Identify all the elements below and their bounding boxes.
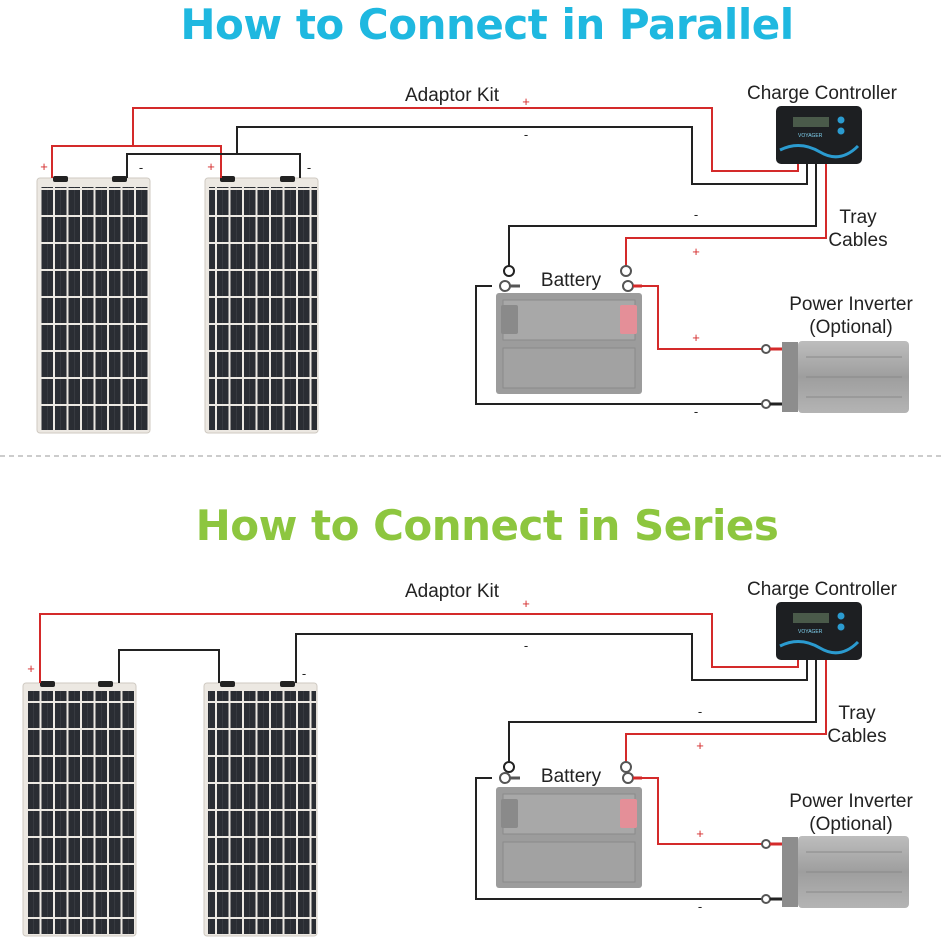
minus-sign: -: [694, 404, 698, 419]
negative-wire: [126, 126, 808, 185]
parallel-title: How to Connect in Parallel: [180, 0, 793, 49]
minus-sign: -: [694, 207, 698, 222]
plus-sign: +: [696, 826, 704, 841]
positive-wire: [51, 107, 799, 178]
minus-sign: -: [524, 638, 528, 653]
plus-sign: +: [522, 596, 530, 611]
power-inverter: [782, 836, 909, 908]
positive-wire: [39, 613, 799, 683]
tray-cables-label-line2: Cables: [828, 230, 887, 251]
power-inverter-label-line2: (Optional): [809, 814, 892, 835]
ring-terminal: [499, 751, 782, 904]
battery: [496, 787, 642, 888]
minus-sign: -: [698, 899, 702, 914]
plus-sign: +: [40, 159, 48, 174]
negative-wire: [295, 633, 808, 683]
inverter-positive-wire: [642, 285, 762, 350]
controller-screen-text: VOYAGER: [798, 133, 823, 139]
ring-terminal: [499, 255, 782, 409]
power-inverter-label-line1: Power Inverter: [789, 791, 913, 812]
plus-sign: +: [696, 738, 704, 753]
solar-panel-left: [36, 176, 151, 434]
minus-sign: -: [524, 127, 528, 142]
positive-branch-wire: [133, 145, 222, 178]
negative-branch-wire: [237, 153, 301, 178]
minus-sign: -: [302, 666, 306, 681]
tray-cable-negative: [508, 660, 817, 751]
tray-cable-negative: [508, 164, 817, 255]
inverter-positive-wire: [642, 777, 762, 845]
inverter-negative-wire: [475, 777, 762, 900]
charge-controller: VOYAGER: [776, 602, 862, 660]
plus-sign: +: [27, 661, 35, 676]
battery-label: Battery: [541, 766, 602, 787]
series-link-wire: [118, 649, 220, 683]
tray-cables-label-line2: Cables: [827, 726, 886, 747]
tray-cables-label-line1: Tray: [839, 207, 877, 228]
parallel-section: How to Connect in Parallel: [36, 0, 913, 434]
power-inverter-label-line2: (Optional): [809, 317, 892, 338]
power-inverter-label-line1: Power Inverter: [789, 294, 913, 315]
solar-panel-right: [204, 176, 319, 434]
solar-panel-left: [22, 681, 137, 937]
inverter-negative-wire: [475, 285, 762, 405]
adaptor-kit-label: Adaptor Kit: [405, 581, 500, 602]
charge-controller-label: Charge Controller: [747, 579, 898, 600]
battery: [496, 293, 642, 394]
minus-sign: -: [139, 160, 143, 175]
tray-cables-label-line1: Tray: [838, 703, 876, 724]
charge-controller: VOYAGER: [776, 106, 862, 164]
plus-sign: +: [692, 330, 700, 345]
controller-screen-text: VOYAGER: [798, 629, 823, 635]
battery-label: Battery: [541, 270, 602, 291]
solar-panel-right: [203, 681, 318, 937]
plus-sign: +: [692, 244, 700, 259]
charge-controller-label: Charge Controller: [747, 83, 898, 104]
minus-sign: -: [307, 160, 311, 175]
series-title: How to Connect in Series: [196, 501, 779, 550]
plus-sign: +: [522, 94, 530, 109]
adaptor-kit-label: Adaptor Kit: [405, 85, 500, 106]
series-section: How to Connect in Series: [22, 501, 913, 937]
plus-sign: +: [207, 159, 215, 174]
tray-cable-positive: [625, 164, 827, 255]
tray-cable-positive: [625, 660, 827, 751]
minus-sign: -: [698, 704, 702, 719]
power-inverter: [782, 341, 909, 413]
